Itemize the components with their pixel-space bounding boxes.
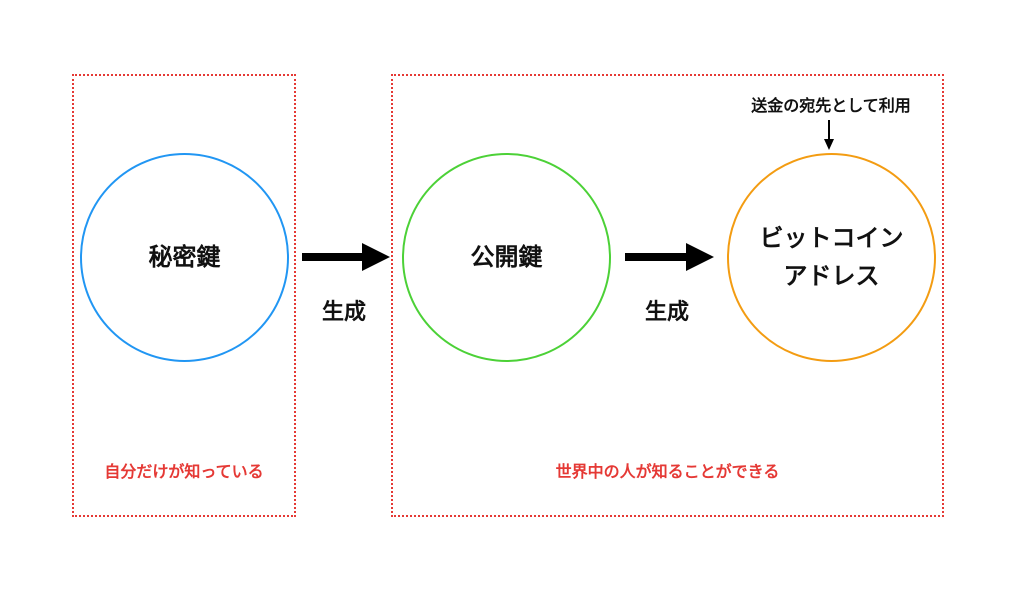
bitcoin-address-label-line2: アドレス (783, 261, 880, 290)
usage-note: 送金の宛先として利用 (751, 96, 911, 115)
private-key-label: 秘密鍵 (148, 242, 221, 271)
arrow-private-to-public (302, 243, 390, 271)
bitcoin-address-label-line1: ビットコイン (759, 224, 904, 253)
private-group-box (72, 74, 296, 517)
public-key-node: 公開鍵 (402, 153, 611, 362)
public-group-box (391, 74, 944, 517)
private-group-caption: 自分だけが知っている (104, 462, 264, 481)
public-key-label: 公開鍵 (470, 242, 543, 271)
arrow-note-to-address (824, 120, 834, 150)
arrow-public-to-address (625, 243, 714, 271)
generate-label-2: 生成 (644, 300, 689, 325)
generate-label-1: 生成 (321, 300, 366, 325)
private-key-node: 秘密鍵 (80, 153, 289, 362)
public-group-caption: 世界中の人が知ることができる (555, 462, 780, 481)
bitcoin-address-node: ビットコイン アドレス (727, 153, 936, 362)
